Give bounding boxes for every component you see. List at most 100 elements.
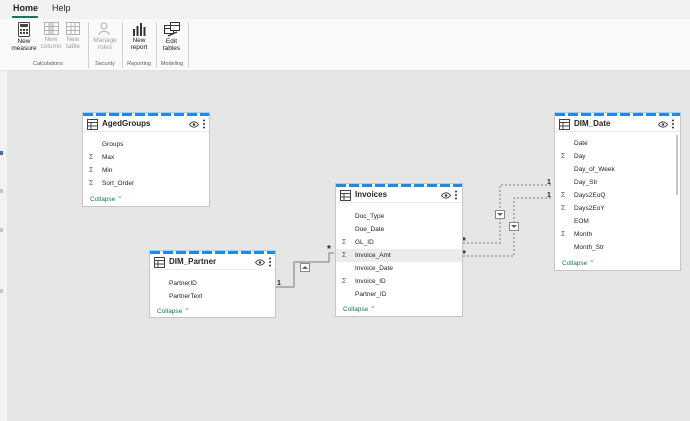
new-column-label: New column: [40, 36, 62, 50]
active-tab-indicator: [12, 16, 38, 18]
arrow-up-icon: [302, 266, 308, 269]
eye-icon[interactable]: [189, 121, 199, 128]
field-row[interactable]: Day_Str: [555, 176, 680, 189]
field-name: Day_Str: [574, 179, 598, 186]
field-name: Day: [574, 153, 586, 160]
field-row[interactable]: Date: [555, 137, 680, 150]
table-header: AgedGroups: [83, 116, 209, 132]
more-options-icon[interactable]: [202, 119, 206, 129]
aggregate-icon: Σ: [89, 180, 94, 187]
field-row[interactable]: Σ Day: [555, 150, 680, 163]
cross-filter-direction[interactable]: [509, 222, 519, 231]
table-title: DIM_Partner: [169, 257, 217, 266]
cardinality-many: *: [327, 244, 331, 255]
table-icon: [559, 119, 570, 130]
table-card-dim-partner[interactable]: DIM_Partner PartnerID PartnerText Collap…: [149, 250, 276, 318]
more-options-icon[interactable]: [268, 257, 272, 267]
field-name: EOM: [574, 218, 589, 225]
edge-marker: [0, 189, 3, 193]
field-row[interactable]: PartnerText: [150, 290, 275, 303]
table-icon: [340, 190, 351, 201]
field-row[interactable]: Invoice_Date: [336, 262, 462, 275]
group-label-security: Security: [95, 61, 115, 67]
eye-icon[interactable]: [441, 192, 451, 199]
cardinality-one: 1: [547, 192, 551, 199]
table-scrollbar[interactable]: [676, 135, 678, 195]
field-name: PartnerText: [169, 293, 203, 300]
field-row[interactable]: Doc_Type: [336, 210, 462, 223]
field-row[interactable]: Month_Str: [555, 241, 680, 254]
cardinality-many: *: [462, 236, 466, 247]
roles-icon: [98, 22, 110, 36]
aggregate-icon: Σ: [561, 153, 566, 160]
new-column-button[interactable]: New column: [38, 20, 64, 60]
collapse-link[interactable]: Collapse ⌃: [157, 307, 190, 315]
new-table-button[interactable]: New table: [60, 20, 86, 60]
eye-icon[interactable]: [255, 259, 265, 266]
table-header-stripe: [555, 113, 680, 116]
field-row[interactable]: Partner_ID: [336, 288, 462, 301]
calculator-icon: [18, 22, 30, 37]
new-report-label: New report: [130, 37, 148, 51]
aggregate-icon: Σ: [89, 167, 94, 174]
field-row[interactable]: Due_Date: [336, 223, 462, 236]
new-report-button[interactable]: New report: [126, 20, 152, 60]
field-row[interactable]: Σ Days2EoQ: [555, 189, 680, 202]
left-panel-edge: [0, 71, 7, 421]
arrow-down-icon: [511, 225, 517, 228]
tab-help[interactable]: Help: [52, 3, 71, 13]
more-options-icon[interactable]: [454, 190, 458, 200]
field-row[interactable]: Σ Invoice_ID: [336, 275, 462, 288]
field-row[interactable]: Day_of_Week: [555, 163, 680, 176]
more-options-icon[interactable]: [671, 119, 675, 129]
field-name: Invoice_Amt: [355, 252, 391, 259]
table-icon: [66, 22, 80, 35]
ribbon-divider: [122, 22, 123, 68]
table-header: DIM_Date: [555, 116, 680, 132]
table-card-dim-date[interactable]: DIM_Date Date Σ Day Day_of_Week Day_Str Σ…: [554, 112, 681, 271]
group-label-calculations: Calculations: [33, 61, 63, 67]
field-name: Invoice_ID: [355, 278, 386, 285]
manage-roles-button[interactable]: Manage roles: [91, 20, 119, 60]
collapse-link[interactable]: Collapse ⌃: [90, 195, 123, 203]
field-row[interactable]: EOM: [555, 215, 680, 228]
collapse-label: Collapse: [90, 196, 116, 203]
group-label-reporting: Reporting: [127, 61, 151, 67]
bar-chart-icon: [133, 23, 146, 36]
collapse-link[interactable]: Collapse ⌃: [343, 305, 376, 313]
edit-tables-button[interactable]: Edit tables: [158, 20, 185, 60]
aggregate-icon: Σ: [561, 192, 566, 199]
field-name: Day_of_Week: [574, 166, 615, 173]
field-name: Doc_Type: [355, 213, 385, 220]
aggregate-icon: Σ: [342, 278, 347, 285]
ribbon-divider: [88, 22, 89, 68]
field-row[interactable]: PartnerID: [150, 277, 275, 290]
ribbon: New measure New column New table Calcula…: [0, 19, 690, 71]
field-name: Days2EoQ: [574, 192, 606, 199]
aggregate-icon: Σ: [561, 205, 566, 212]
new-table-label: New table: [65, 36, 81, 50]
tab-home[interactable]: Home: [13, 3, 39, 13]
cross-filter-direction[interactable]: [300, 263, 310, 272]
group-label-modeling: Modeling: [160, 61, 184, 67]
edit-tables-label: Edit tables: [162, 38, 181, 52]
new-measure-button[interactable]: New measure: [10, 20, 38, 60]
cardinality-one: 1: [547, 179, 551, 186]
collapse-link[interactable]: Collapse ⌃: [562, 259, 595, 267]
cross-filter-direction[interactable]: [495, 210, 505, 219]
field-row[interactable]: Groups: [83, 138, 209, 151]
cardinality-one: 1: [277, 280, 281, 287]
field-name: Groups: [102, 141, 124, 148]
eye-icon[interactable]: [658, 121, 668, 128]
field-name: GL_ID: [355, 239, 374, 246]
table-icon: [154, 257, 165, 268]
